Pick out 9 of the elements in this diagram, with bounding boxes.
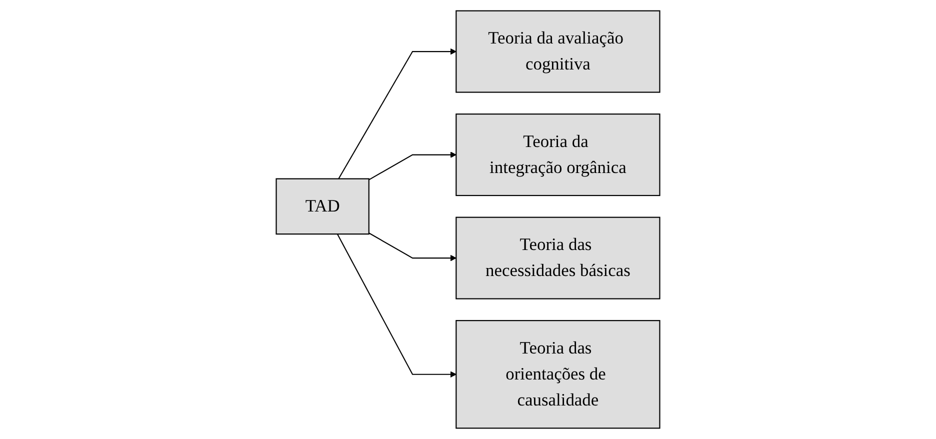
node-box: Teoria da avaliação cognitiva — [456, 10, 660, 93]
node-box: TAD — [276, 178, 370, 235]
node-box: Teoria das orientações de causalidade — [456, 320, 660, 429]
arrow — [336, 234, 456, 378]
node-box: Teoria das necessidades básicas — [456, 216, 660, 300]
arrow — [338, 48, 456, 180]
arrow — [368, 152, 456, 180]
node-box: Teoria da integração orgânica — [456, 114, 660, 196]
arrow — [368, 232, 456, 262]
